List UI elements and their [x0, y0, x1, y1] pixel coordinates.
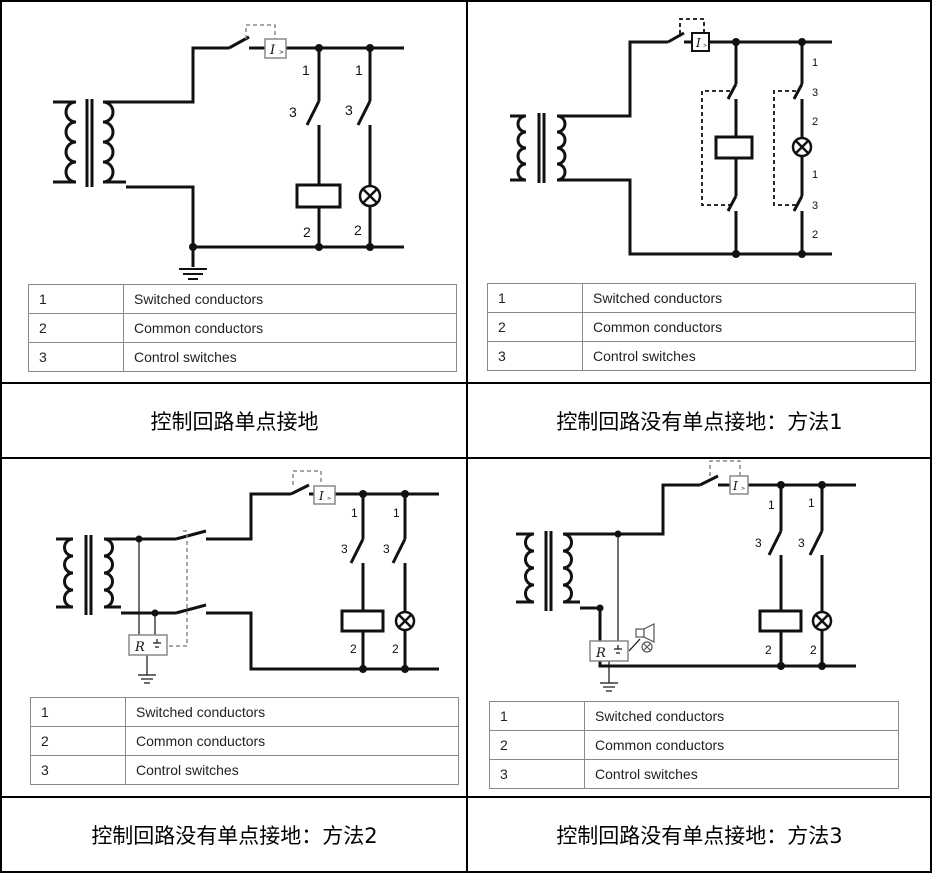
caption-panel-4: 控制回路没有单点接地：方法3	[556, 824, 843, 848]
svg-text:2: 2	[350, 642, 357, 656]
svg-text:I: I	[695, 36, 701, 50]
svg-text:3: 3	[798, 536, 805, 550]
svg-text:>: >	[741, 486, 745, 492]
svg-text:R: R	[595, 646, 606, 661]
svg-text:2: 2	[354, 222, 362, 238]
svg-text:2: 2	[812, 229, 818, 241]
svg-text:2: 2	[392, 642, 399, 656]
svg-text:3: 3	[755, 536, 762, 550]
svg-text:2: 2	[765, 643, 772, 657]
svg-text:I: I	[269, 43, 276, 58]
svg-text:2: 2	[810, 643, 817, 657]
svg-text:R: R	[134, 640, 145, 655]
svg-text:3: 3	[383, 542, 390, 556]
svg-text:>: >	[703, 43, 707, 49]
caption-panel-2: 控制回路没有单点接地：方法1	[556, 410, 843, 434]
svg-text:>: >	[279, 49, 284, 56]
svg-text:1: 1	[351, 506, 358, 520]
svg-text:1: 1	[768, 498, 775, 512]
svg-text:1: 1	[812, 169, 818, 181]
svg-text:1: 1	[393, 506, 400, 520]
svg-text:3: 3	[812, 200, 818, 212]
svg-text:2: 2	[303, 224, 311, 240]
svg-text:1: 1	[302, 62, 310, 78]
svg-text:1: 1	[808, 496, 815, 510]
circuit-diagram-single-point-grounded: I > 1 1 3 3 2 2	[53, 24, 404, 280]
transformer-primary	[53, 100, 77, 184]
svg-text:I: I	[318, 489, 324, 503]
circuit-diagram-method-2: R I > 1 1 3 3 2 2	[56, 470, 439, 684]
svg-text:3: 3	[812, 87, 818, 99]
caption-panel-1: 控制回路单点接地	[150, 410, 319, 434]
svg-text:I: I	[732, 479, 738, 493]
circuit-diagram-method-1: I > 1 3 2 1 3 2	[510, 18, 832, 258]
transformer-secondary	[102, 100, 126, 184]
caption-panel-3: 控制回路没有单点接地：方法2	[91, 824, 378, 848]
ground-icon	[179, 268, 207, 280]
svg-text:>: >	[327, 496, 331, 502]
svg-text:2: 2	[812, 116, 818, 128]
relay-coil-icon	[295, 183, 342, 209]
svg-text:3: 3	[345, 102, 353, 118]
svg-text:1: 1	[355, 62, 363, 78]
circuit-diagram-method-3: R I > 1 1 3	[516, 460, 856, 692]
alarm-icon	[635, 623, 655, 653]
svg-text:3: 3	[289, 104, 297, 120]
svg-text:1: 1	[812, 57, 818, 69]
lamp-icon	[358, 184, 382, 208]
svg-text:3: 3	[341, 542, 348, 556]
